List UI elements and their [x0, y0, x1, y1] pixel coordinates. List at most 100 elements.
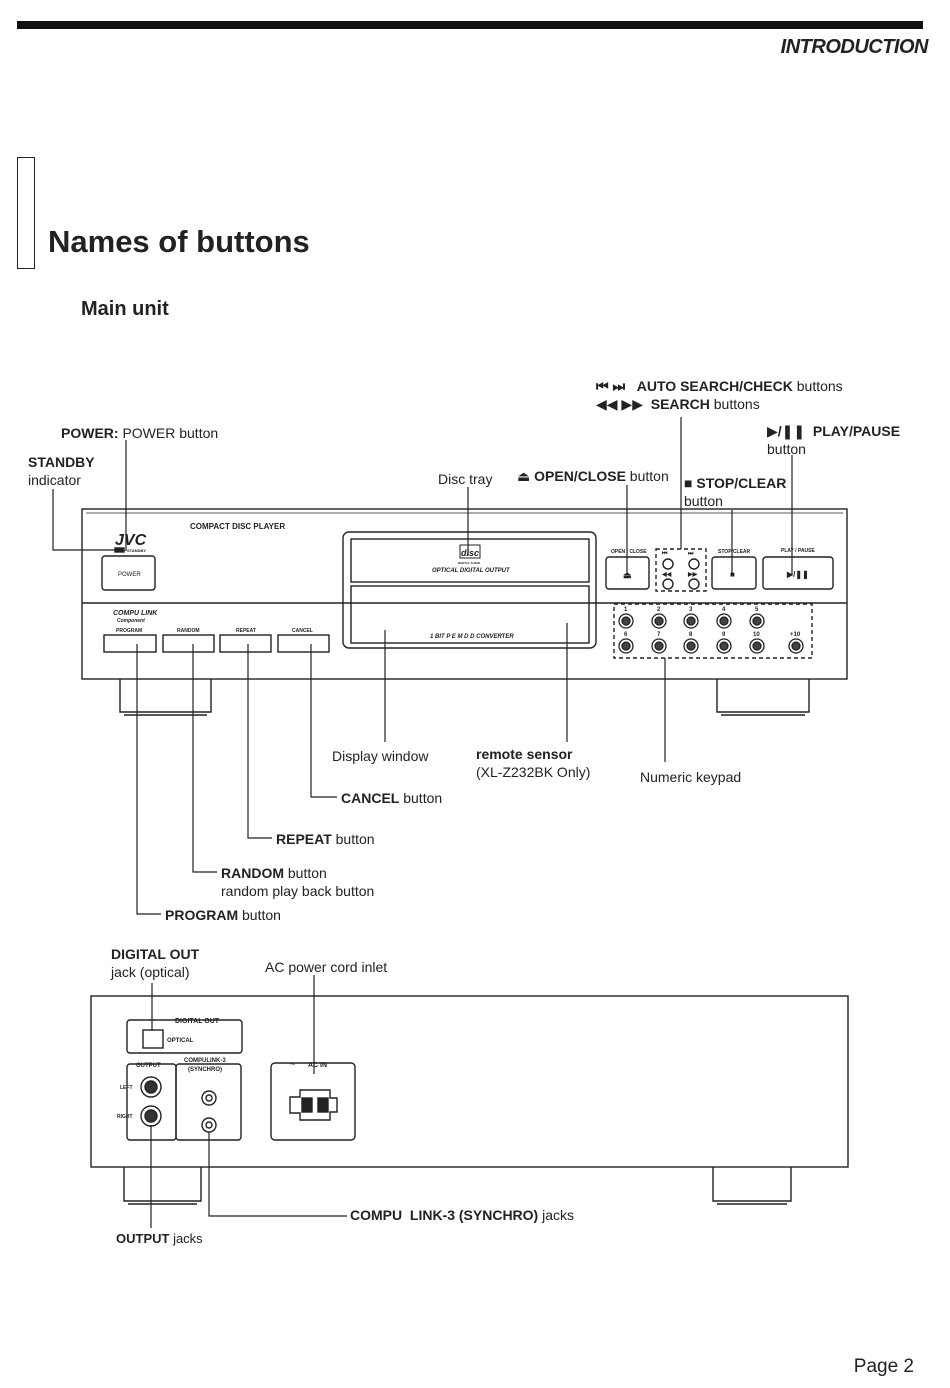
rewind-button[interactable] — [662, 578, 674, 590]
svg-text:5: 5 — [755, 607, 759, 613]
stop-symbol: ■ — [730, 570, 735, 579]
rear-ac-in-text: AC IN — [308, 1062, 327, 1069]
section-title: INTRODUCTION — [780, 36, 929, 58]
leader-lines-front — [52, 417, 793, 915]
label-power: POWER: POWER button — [61, 425, 219, 441]
eject-icon: ⏏ — [517, 468, 535, 484]
panel-play-pause-text: PLAY / PAUSE — [781, 548, 815, 554]
rear-optical-text: OPTICAL — [167, 1038, 194, 1044]
ac-wave-icon: ~ — [290, 1059, 295, 1069]
ac-in-box — [270, 1062, 356, 1141]
label-compulink-jacks: COMPU LINK-3 (SYNCHRO) jacks — [350, 1207, 575, 1223]
panel-repeat-text: REPEAT — [236, 628, 256, 634]
rear-output-text: OUTPUT — [136, 1063, 161, 1069]
svg-text:1: 1 — [624, 607, 628, 613]
search-icons: ◀◀ ▶▶ — [596, 396, 643, 412]
front-foot-left — [119, 679, 212, 713]
optical-out-text: OPTICAL DIGITAL OUTPUT — [432, 568, 511, 574]
label-display-window: Display window — [332, 748, 429, 764]
stop-icon: ■ — [684, 475, 693, 491]
display-window — [350, 585, 590, 644]
label-ac-inlet: AC power cord inlet — [265, 959, 388, 975]
converter-text: 1 BIT P E M D D CONVERTER — [430, 634, 514, 640]
svg-text:10: 10 — [753, 632, 760, 638]
rear-compulink-text: COMPULINK-3 — [184, 1058, 226, 1064]
panel-model-text: COMPACT DISC PLAYER — [190, 522, 285, 531]
fast-forward-symbol: ▶▶ — [687, 571, 698, 578]
label-output-jacks: OUTPUT jacks — [116, 1231, 203, 1246]
stop-clear-button[interactable] — [711, 556, 757, 590]
label-numeric-keypad: Numeric keypad — [640, 769, 742, 785]
label-repeat: REPEAT button — [276, 831, 375, 847]
fast-forward-button[interactable] — [688, 578, 700, 590]
front-foot-right — [716, 679, 810, 713]
skip-back-symbol: ⏮ — [662, 551, 668, 557]
label-open-close: ⏏ OPEN/CLOSE button — [517, 468, 669, 484]
skip-forward-button[interactable] — [688, 558, 700, 570]
compulink-jack-2[interactable] — [201, 1117, 217, 1133]
rear-left-text: LEFT — [120, 1085, 133, 1091]
panel-standby-text: STANDBY — [127, 548, 146, 553]
disc-tray — [350, 538, 590, 583]
jvc-logo: JVC — [115, 532, 147, 549]
random-button[interactable] — [162, 634, 215, 653]
rear-right-text: RIGHT — [117, 1114, 133, 1120]
panel-program-text: PROGRAM — [116, 628, 142, 634]
header-rule — [17, 21, 923, 29]
svg-text:4: 4 — [722, 607, 726, 613]
label-remote-sensor: remote sensor(XL-Z232BK Only) — [476, 746, 591, 780]
eject-symbol: ⏏ — [623, 570, 632, 580]
digital-out-box — [126, 1019, 243, 1054]
leader-lines-rear — [150, 975, 347, 1228]
compulink-jack-1[interactable] — [201, 1090, 217, 1106]
panel-stop-clear-text: STOP/CLEAR — [718, 549, 751, 555]
power-button[interactable] — [101, 555, 156, 591]
skip-icons: ⏮ ⏭ — [596, 378, 626, 394]
ac-inlet-socket — [289, 1089, 338, 1121]
rear-panel-body — [90, 995, 849, 1168]
optical-jack[interactable] — [142, 1029, 164, 1049]
label-disc-tray: Disc tray — [438, 471, 493, 487]
svg-text:7: 7 — [657, 632, 661, 638]
front-panel-body — [81, 508, 848, 680]
program-button[interactable] — [103, 634, 157, 653]
panel-power-text: POWER — [118, 572, 141, 578]
compulink-sub: Component — [117, 618, 145, 624]
svg-text:2: 2 — [657, 607, 661, 613]
page-title: Names of buttons — [48, 224, 310, 259]
panel-open-close-text: OPEN / CLOSE — [611, 549, 647, 555]
repeat-button[interactable] — [219, 634, 272, 653]
rear-digital-out-text: DIGITAL OUT — [175, 1018, 220, 1025]
svg-text:3: 3 — [689, 607, 693, 613]
play-pause-button[interactable] — [762, 556, 834, 590]
skip-back-button[interactable] — [662, 558, 674, 570]
rear-synchro-text: (SYNCHRO) — [188, 1067, 222, 1073]
disc-logo: disc — [461, 548, 479, 558]
rewind-symbol: ◀◀ — [661, 571, 672, 578]
margin-tab — [17, 157, 35, 269]
play-pause-icon: ▶/❚❚ — [767, 423, 806, 439]
panel-random-text: RANDOM — [177, 628, 200, 634]
svg-text:6: 6 — [624, 632, 628, 638]
skip-forward-symbol: ⏭ — [688, 551, 694, 557]
rear-foot-right — [712, 1167, 792, 1202]
output-left-jack[interactable] — [140, 1076, 162, 1098]
rear-foot-left — [123, 1167, 202, 1202]
page-number: Page 2 — [853, 1356, 914, 1377]
compulink-logo: COMPU LINK — [113, 610, 158, 617]
numeric-keypad — [613, 603, 813, 659]
svg-text:+10: +10 — [790, 632, 801, 638]
label-auto-search: ⏮ ⏭ AUTO SEARCH/CHECK buttons — [596, 378, 843, 394]
disc-tray-frame — [342, 531, 597, 649]
section-subtitle: Main unit — [81, 298, 169, 320]
play-pause-symbol: ▶/❚❚ — [786, 570, 809, 580]
keypad-labels: 1 2 3 4 5 6 7 8 9 10 +10 — [624, 607, 801, 638]
svg-text:9: 9 — [722, 632, 726, 638]
cancel-button[interactable] — [277, 634, 330, 653]
